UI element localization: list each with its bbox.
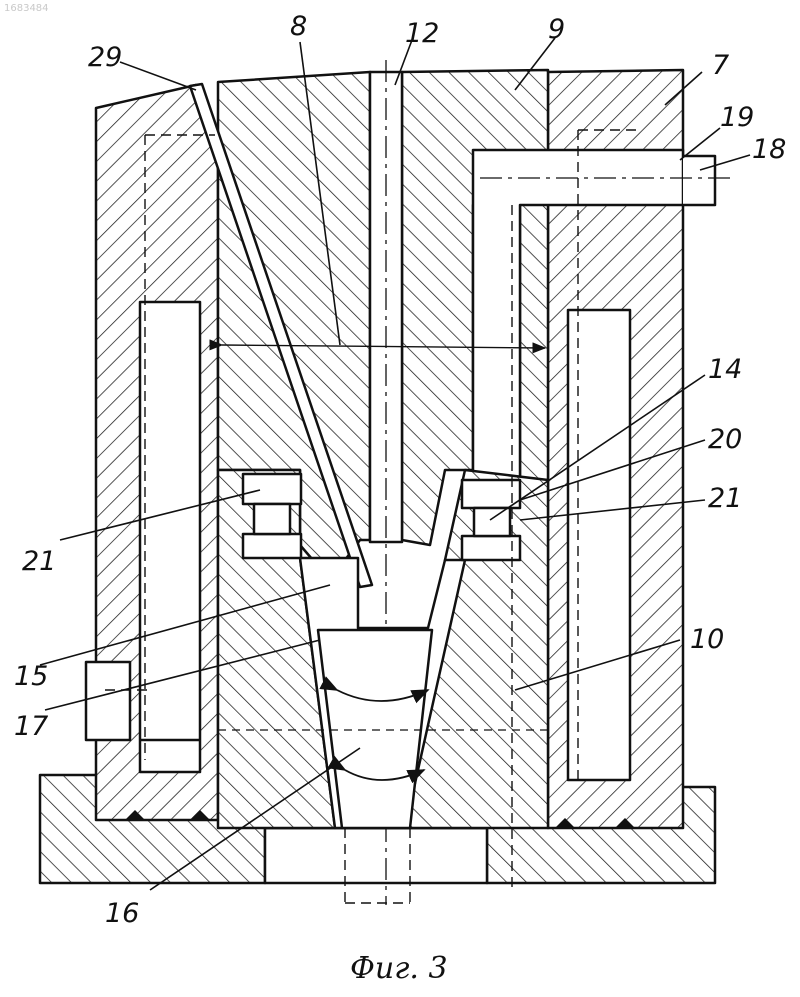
label-19: 19 — [720, 102, 754, 133]
label-16: 16 — [105, 898, 139, 929]
watermark: 1683484 — [4, 3, 49, 14]
label-14: 14 — [708, 354, 742, 385]
label-9: 9 — [548, 14, 565, 45]
label-8: 8 — [290, 11, 307, 42]
label-21-left: 21 — [22, 546, 56, 577]
label-18: 18 — [752, 134, 786, 165]
label-21-right: 21 — [708, 483, 742, 514]
label-12: 12 — [405, 18, 439, 49]
label-20: 20 — [708, 424, 742, 455]
figure-caption: Фиг. 3 — [350, 951, 448, 986]
label-7: 7 — [712, 50, 729, 81]
label-17: 17 — [14, 711, 48, 742]
label-29: 29 — [88, 42, 122, 73]
label-10: 10 — [690, 624, 724, 655]
outer-housing-left — [86, 85, 218, 820]
label-15: 15 — [14, 661, 48, 692]
